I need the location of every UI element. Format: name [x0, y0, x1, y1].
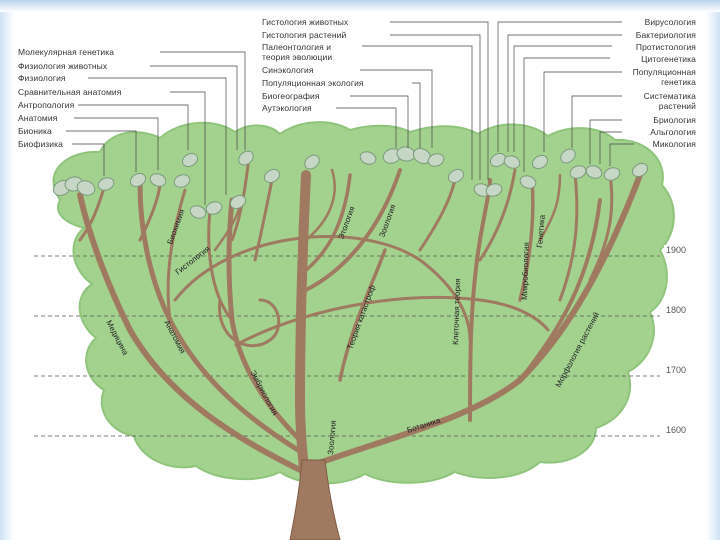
label-virology: Вирусология	[645, 17, 696, 27]
label-genetics-suffix: генетика	[661, 77, 696, 87]
label-biophysics: Биофизика	[18, 139, 63, 149]
year-label-1700: 1700	[664, 365, 688, 375]
label-plants-suffix: растений	[659, 101, 696, 111]
label-mycology: Микология	[653, 139, 696, 149]
label-autecology: Аутэкология	[262, 103, 312, 113]
label-cytogenetics: Цитогенетика	[641, 54, 696, 64]
label-physiology: Физиология	[18, 73, 66, 83]
label-algology: Альгология	[650, 127, 696, 137]
year-label-1600: 1600	[664, 425, 688, 435]
label-evolution-theory: теория эволюции	[262, 52, 332, 62]
label-plant-histology: Гистология растений	[262, 30, 346, 40]
label-population: Популяционная	[633, 67, 696, 77]
year-label-1900: 1900	[664, 245, 688, 255]
label-anatomy: Анатомия	[18, 113, 57, 123]
label-animal-histology: Гистология животных	[262, 17, 348, 27]
label-anthropology: Антропология	[18, 100, 74, 110]
label-animal-physiology: Физиология животных	[18, 61, 107, 71]
year-label-1800: 1800	[664, 305, 688, 315]
label-comparative-anatomy: Сравнительная анатомия	[18, 87, 121, 97]
label-synecology: Синэкология	[262, 65, 314, 75]
label-molecular-genetics: Молекулярная генетика	[18, 47, 114, 57]
label-bionics: Бионика	[18, 126, 52, 136]
label-population-ecology: Популяционная экология	[262, 78, 364, 88]
label-plant-systematics: Систематика	[644, 91, 696, 101]
label-bryology: Бриология	[653, 115, 696, 125]
label-bacteriology: Бактериология	[636, 30, 696, 40]
label-biogeography: Биогеография	[262, 91, 320, 101]
label-paleontology: Палеонтология и	[262, 42, 331, 52]
label-protistology: Протистология	[636, 42, 696, 52]
